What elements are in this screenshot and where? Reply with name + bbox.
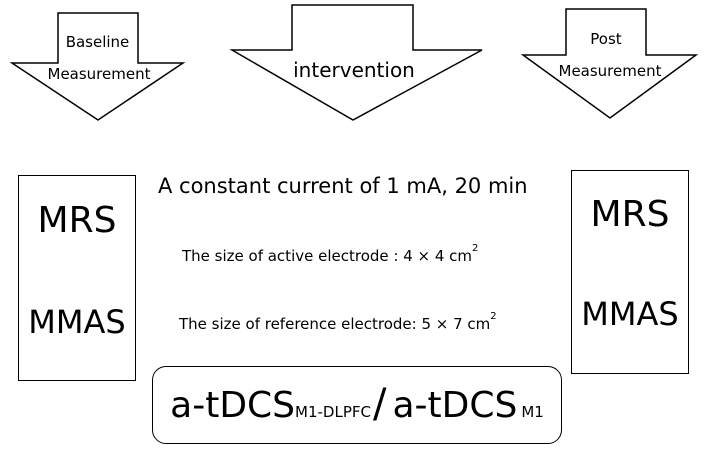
post-label-line2: Measurement — [558, 62, 662, 80]
protocol-slash: / — [372, 381, 387, 427]
intervention-label: intervention — [293, 58, 415, 82]
post-label-line1: Post — [590, 30, 622, 48]
left-mrs-label: MRS — [37, 200, 117, 241]
protocol-part1: a-tDCS — [170, 385, 296, 426]
post-arrow — [520, 8, 699, 119]
protocol-sub2: M1 — [521, 403, 544, 421]
reference-electrode-text: The size of reference electrode: 5 × 7 c… — [179, 315, 491, 333]
active-electrode-text: The size of active electrode : 4 × 4 cm — [182, 247, 473, 265]
left-measures-box — [18, 175, 136, 381]
active-electrode-size: The size of active electrode : 4 × 4 cm2 — [182, 243, 478, 265]
right-mrs-label: MRS — [590, 194, 670, 235]
protocol-box — [152, 366, 562, 444]
protocol-part2: a-tDCS — [392, 385, 518, 426]
left-mmas-label: MMAS — [28, 303, 126, 341]
reference-electrode-sup: 2 — [490, 311, 497, 322]
reference-electrode-size: The size of reference electrode: 5 × 7 c… — [179, 311, 497, 333]
baseline-label-line2: Measurement — [47, 65, 151, 83]
right-mmas-label: MMAS — [581, 295, 679, 333]
active-electrode-sup: 2 — [472, 243, 479, 254]
protocol-sub1: M1-DLPFC — [295, 403, 371, 421]
baseline-label-line1: Baseline — [65, 33, 130, 51]
right-measures-box — [571, 170, 689, 374]
intervention-arrow — [229, 4, 483, 121]
baseline-arrow — [9, 12, 186, 121]
current-description: A constant current of 1 mA, 20 min — [158, 174, 528, 198]
